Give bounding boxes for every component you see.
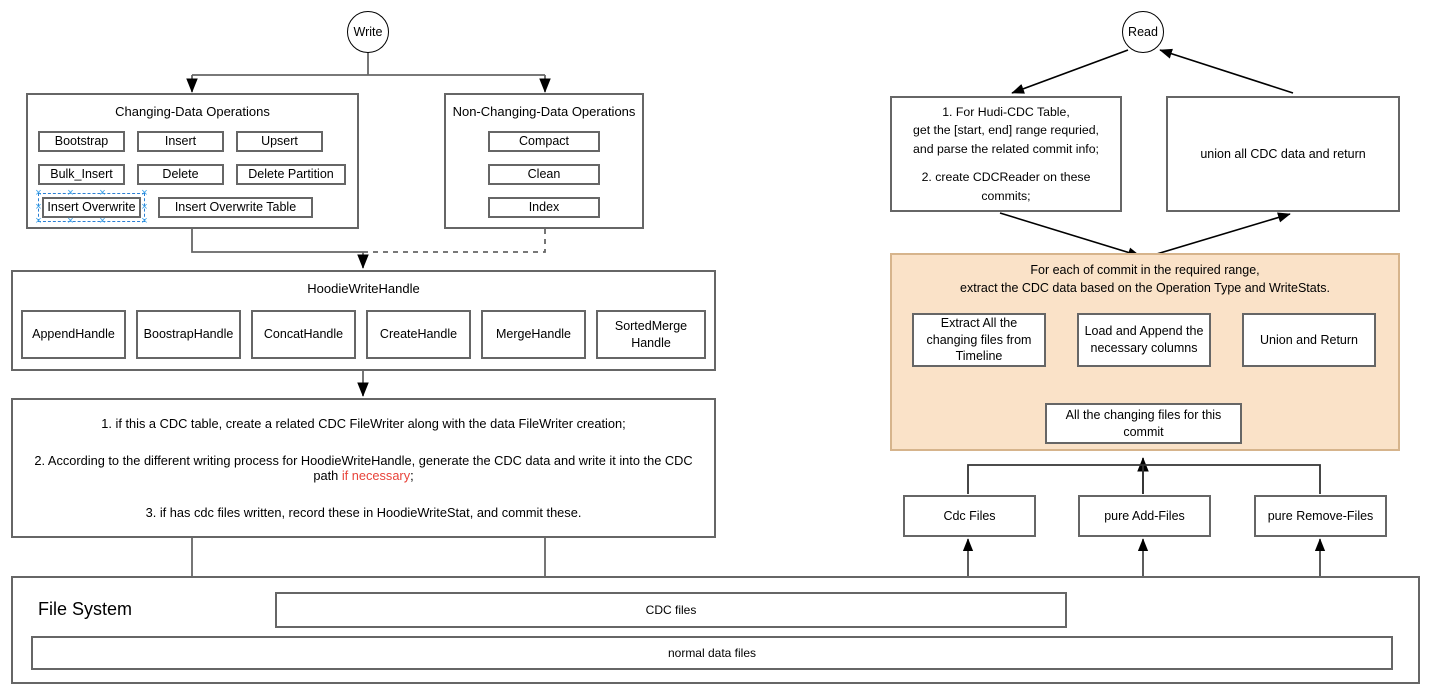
write-step-2-text-a: 2. According to the different writing pr… (34, 453, 693, 483)
op-upsert-label: Upsert (261, 134, 298, 149)
selection-handle-nw[interactable] (35, 190, 42, 197)
op-index-label: Index (528, 200, 560, 215)
handle-sorted-merge-label: SortedMerge Handle (614, 318, 688, 350)
write-step-2-emphasis: if necessary (341, 468, 411, 483)
hoodie-write-handle-title: HoodieWriteHandle (307, 281, 420, 296)
op-clean[interactable]: Clean (488, 164, 600, 185)
op-delete-partition-label: Delete Partition (248, 167, 334, 182)
write-step-1: 1. if this a CDC table, create a related… (101, 416, 626, 431)
op-clean-label: Clean (527, 167, 561, 182)
non-changing-data-operations-title: Non-Changing-Data Operations (452, 104, 636, 119)
load-append-columns-box[interactable]: Load and Append the necessary columns (1077, 313, 1211, 367)
op-insert[interactable]: Insert (137, 131, 224, 152)
write-step-3: 3. if has cdc files written, record thes… (145, 505, 582, 520)
handle-boostrap-label: BoostrapHandle (143, 327, 234, 342)
all-changing-files-commit-box[interactable]: All the changing files for this commit (1045, 403, 1242, 444)
read-step1-line1: 1. For Hudi-CDC Table, (942, 104, 1070, 119)
read-step1-line4: 2. create CDCReader on these (921, 170, 1091, 185)
selection-handle-se[interactable] (141, 218, 148, 225)
read-start-node[interactable]: Read (1122, 11, 1164, 53)
handle-boostrap[interactable]: BoostrapHandle (136, 310, 241, 359)
op-insert-overwrite-label: Insert Overwrite (47, 200, 136, 215)
read-step1-spacer (913, 158, 1099, 168)
commit-panel-header-line2: extract the CDC data based on the Operat… (960, 281, 1330, 296)
write-step-2: 2. According to the different writing pr… (27, 453, 700, 483)
selection-handle-n1[interactable] (67, 190, 74, 197)
write-step-2-text-b: ; (410, 468, 414, 483)
commit-panel-header: For each of commit in the required range… (890, 261, 1400, 297)
op-insert-overwrite[interactable]: Insert Overwrite (42, 197, 141, 218)
handle-concat-label: ConcatHandle (263, 327, 344, 342)
op-bootstrap-label: Bootstrap (54, 134, 109, 149)
cdc-files-box[interactable]: Cdc Files (903, 495, 1036, 537)
changing-data-operations-title: Changing-Data Operations (115, 104, 270, 119)
op-bulk-insert[interactable]: Bulk_Insert (38, 164, 125, 185)
commit-panel-header-line1: For each of commit in the required range… (1030, 263, 1260, 277)
handle-merge[interactable]: MergeHandle (481, 310, 586, 359)
extract-changing-files-box[interactable]: Extract All the changing files from Time… (912, 313, 1046, 367)
selection-outline-insert-overwrite (38, 193, 145, 222)
read-start-label: Read (1128, 25, 1158, 39)
write-steps-box: 1. if this a CDC table, create a related… (11, 398, 716, 538)
selection-handle-e[interactable] (141, 204, 148, 211)
op-insert-overwrite-table[interactable]: Insert Overwrite Table (158, 197, 313, 218)
pure-add-files-box-label: pure Add-Files (1104, 508, 1185, 523)
handle-sorted-merge[interactable]: SortedMerge Handle (596, 310, 706, 359)
read-step1-lines: 1. For Hudi-CDC Table, get the [start, e… (907, 103, 1105, 205)
handle-create[interactable]: CreateHandle (366, 310, 471, 359)
extract-changing-files-label: Extract All the changing files from Time… (926, 315, 1032, 364)
read-step1-line5: commits; (981, 188, 1031, 203)
selection-handle-s1[interactable] (67, 218, 74, 225)
load-append-columns-label: Load and Append the necessary columns (1084, 324, 1204, 355)
op-bulk-insert-label: Bulk_Insert (50, 167, 113, 182)
op-upsert[interactable]: Upsert (236, 131, 323, 152)
op-compact-label: Compact (518, 134, 570, 149)
selection-handle-s2[interactable] (99, 218, 106, 225)
op-insert-overwrite-table-label: Insert Overwrite Table (174, 200, 297, 215)
cdc-files-label: CDC files (645, 602, 697, 617)
cdc-files-box-label: Cdc Files (943, 508, 996, 523)
op-index[interactable]: Index (488, 197, 600, 218)
pure-remove-files-box[interactable]: pure Remove-Files (1254, 495, 1387, 537)
op-compact[interactable]: Compact (488, 131, 600, 152)
read-step1-line2: get the [start, end] range requried, (913, 123, 1099, 138)
union-all-cdc-label: union all CDC data and return (1200, 146, 1366, 161)
selection-handle-sw[interactable] (35, 218, 42, 225)
handle-append-label: AppendHandle (32, 327, 115, 342)
op-insert-label: Insert (164, 134, 197, 149)
cdc-files-region[interactable]: CDC files (275, 592, 1067, 628)
op-delete[interactable]: Delete (137, 164, 224, 185)
handle-concat[interactable]: ConcatHandle (251, 310, 356, 359)
handle-create-label: CreateHandle (379, 327, 458, 342)
all-changing-files-commit-label: All the changing files for this commit (1065, 407, 1222, 439)
op-bootstrap[interactable]: Bootstrap (38, 131, 125, 152)
op-delete-label: Delete (162, 167, 199, 182)
union-and-return-label: Union and Return (1260, 332, 1358, 347)
read-step1-line3: and parse the related commit info; (913, 141, 1099, 156)
write-start-label: Write (353, 25, 383, 39)
handle-append[interactable]: AppendHandle (21, 310, 126, 359)
non-changing-data-operations-group: Non-Changing-Data Operations (444, 93, 644, 229)
normal-data-files-region[interactable]: normal data files (31, 636, 1393, 670)
pure-remove-files-box-label: pure Remove-Files (1267, 508, 1374, 523)
normal-data-files-label: normal data files (667, 645, 757, 660)
write-start-node[interactable]: Write (347, 11, 389, 53)
handle-merge-label: MergeHandle (495, 327, 572, 342)
read-step1-box: 1. For Hudi-CDC Table, get the [start, e… (890, 96, 1122, 212)
selection-handle-n2[interactable] (99, 190, 106, 197)
union-all-cdc-box[interactable]: union all CDC data and return (1166, 96, 1400, 212)
op-delete-partition[interactable]: Delete Partition (236, 164, 346, 185)
union-and-return-box[interactable]: Union and Return (1242, 313, 1376, 367)
pure-add-files-box[interactable]: pure Add-Files (1078, 495, 1211, 537)
selection-handle-ne[interactable] (141, 190, 148, 197)
selection-handle-w[interactable] (35, 204, 42, 211)
file-system-label: File System (38, 599, 133, 619)
